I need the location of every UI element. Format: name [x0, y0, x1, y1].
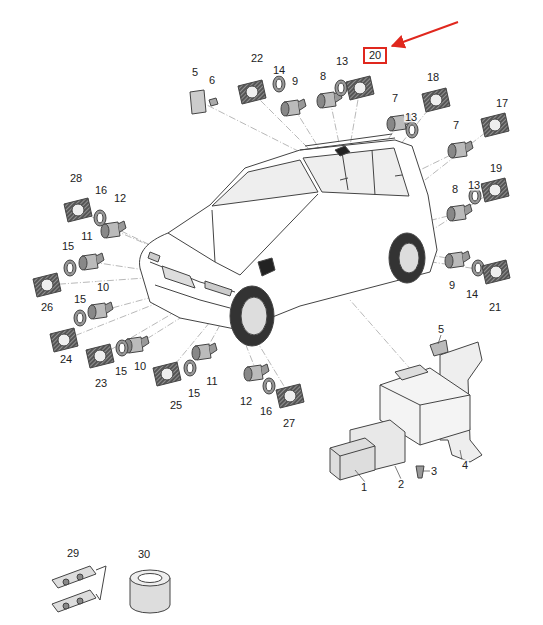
callout-number: 13: [335, 56, 349, 67]
park-sensor: [448, 141, 473, 158]
sensor-bracket: [33, 273, 61, 297]
leader-line: [355, 470, 365, 482]
callout-number: 27: [282, 418, 296, 429]
leader-line: [395, 466, 401, 479]
callout-number: 28: [69, 173, 83, 184]
pointer-arrow: [392, 22, 458, 46]
sensor-ring: [94, 210, 106, 226]
callout-number: 26: [40, 302, 54, 313]
tape-roll: [130, 570, 170, 613]
park-sensor: [79, 253, 104, 270]
sensor-bracket: [50, 328, 78, 352]
callout-number: 25: [169, 400, 183, 411]
sensor-bracket: [422, 88, 450, 112]
callout-number: 11: [80, 231, 93, 242]
callout-number: 8: [451, 184, 459, 195]
dash-leader: [252, 92, 310, 150]
park-sensor: [447, 204, 472, 221]
highlight-box: 20: [363, 47, 387, 64]
callout-number: 30: [137, 549, 151, 560]
callout-number: 1: [360, 482, 368, 493]
car-illustration: [140, 134, 437, 346]
callout-number: 15: [114, 366, 128, 377]
park-sensor: [244, 364, 269, 381]
sensor-ring: [116, 340, 128, 356]
sensor-bracket: [482, 260, 510, 284]
callout-number: 9: [448, 280, 456, 291]
dash-leader: [330, 100, 340, 148]
callout-number: 20: [369, 50, 381, 61]
callout-number: 15: [187, 388, 201, 399]
callout-number: 14: [272, 65, 286, 76]
sensor-ring: [335, 80, 347, 96]
callout-number: 15: [73, 294, 87, 305]
callout-number: 7: [452, 120, 460, 131]
callout-number: 5: [191, 67, 199, 78]
park-sensor: [88, 302, 113, 319]
callout-number: 17: [495, 98, 509, 109]
sensor-bracket: [86, 344, 114, 368]
callout-number: 3: [430, 466, 438, 477]
callout-number: 8: [319, 71, 327, 82]
callout-number: 16: [94, 185, 108, 196]
sensor-bracket: [238, 80, 266, 104]
callout-number: 18: [426, 72, 440, 83]
callout-number: 10: [133, 361, 147, 372]
callout-number: 9: [291, 76, 299, 87]
sensor-ring: [74, 310, 86, 326]
clip: [190, 90, 206, 114]
callout-number: 13: [404, 112, 418, 123]
sensor-bracket: [276, 384, 304, 408]
sensor-bracket: [153, 362, 181, 386]
sensor-bracket: [346, 76, 374, 100]
sensor-bracket: [481, 113, 509, 137]
callout-number: 21: [488, 302, 502, 313]
leader-line: [423, 471, 430, 472]
callout-number: 24: [59, 354, 73, 365]
callout-number: 2: [397, 479, 405, 490]
sensor-ring: [263, 378, 275, 394]
callout-number: 13: [467, 180, 481, 191]
callout-number: 6: [208, 75, 216, 86]
park-sensor: [445, 251, 470, 268]
callout-number: 14: [465, 289, 479, 300]
sensor-ring: [273, 76, 285, 92]
callout-number: 4: [461, 460, 469, 471]
leader-line: [460, 450, 462, 460]
park-sensor: [192, 343, 217, 360]
callout-number: 19: [489, 163, 503, 174]
park-sensor: [281, 99, 306, 116]
callout-number: 5: [437, 324, 445, 335]
sensor-ring: [406, 122, 418, 138]
callout-number: 22: [250, 53, 264, 64]
dash-leader: [64, 300, 165, 340]
sensor-ring: [64, 260, 76, 276]
sensor-ring: [184, 360, 196, 376]
callout-number: 12: [239, 396, 253, 407]
callout-number: 23: [94, 378, 108, 389]
callout-number: 12: [113, 193, 127, 204]
callout-number: 10: [96, 282, 110, 293]
callout-number: 15: [61, 241, 75, 252]
callout-number: 29: [66, 548, 80, 559]
callout-number: 16: [259, 406, 273, 417]
dash-leader: [197, 100, 300, 152]
sensor-bracket: [64, 198, 92, 222]
callout-number: 7: [391, 93, 399, 104]
callout-number: 11: [205, 376, 218, 387]
wire-repair-set: [52, 566, 106, 612]
sensor-bracket: [481, 178, 509, 202]
screw: [209, 98, 218, 106]
control-unit-group: [330, 340, 482, 480]
leader-line: [438, 335, 441, 344]
